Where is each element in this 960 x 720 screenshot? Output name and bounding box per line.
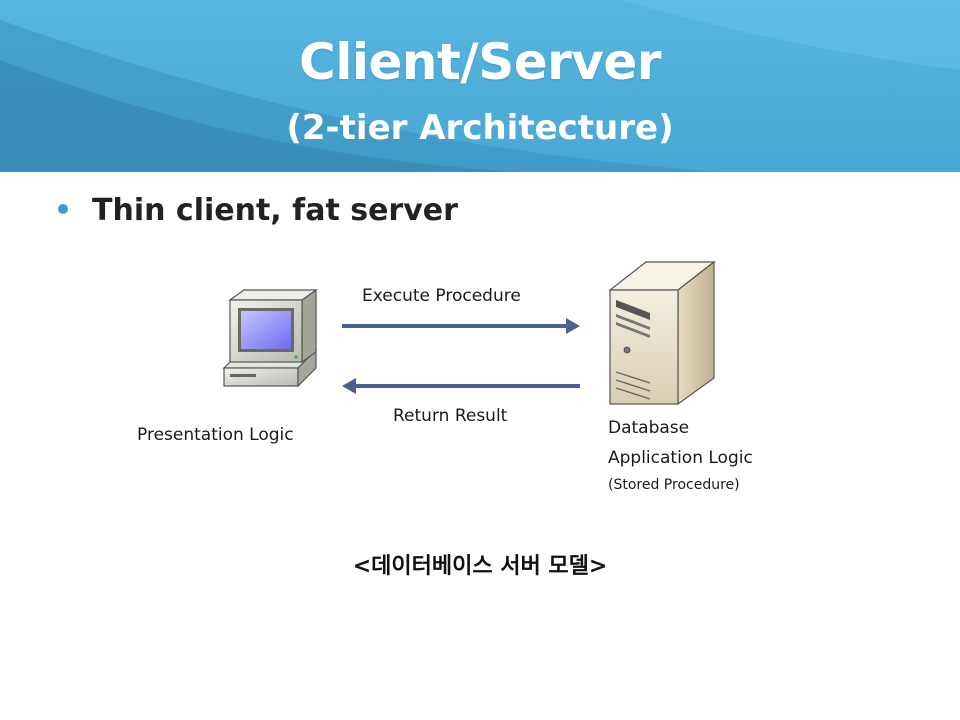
- banner-decoration: [0, 0, 960, 172]
- server-label-database: Database: [608, 418, 690, 438]
- request-arrow: [342, 318, 580, 334]
- computer-icon: [222, 288, 318, 388]
- slide-subtitle: (2-tier Architecture): [286, 108, 674, 148]
- server-label-stored-procedure: (Stored Procedure): [608, 477, 740, 493]
- server-label-application-logic: Application Logic: [608, 448, 753, 468]
- slide-title: Client/Server: [299, 33, 661, 91]
- request-label: Execute Procedure: [362, 286, 521, 306]
- response-arrow: [342, 378, 580, 394]
- server-icon: [608, 260, 716, 406]
- bullet-item: Thin client, fat server: [58, 188, 458, 232]
- client-label: Presentation Logic: [137, 425, 294, 445]
- diagram-caption: <데이터베이스 서버 모델>: [352, 554, 608, 579]
- bullet-text: Thin client, fat server: [92, 192, 458, 228]
- response-label: Return Result: [393, 406, 508, 426]
- bullet-dot-icon: [58, 204, 68, 214]
- title-banner: Client/Server (2-tier Architecture): [0, 0, 960, 172]
